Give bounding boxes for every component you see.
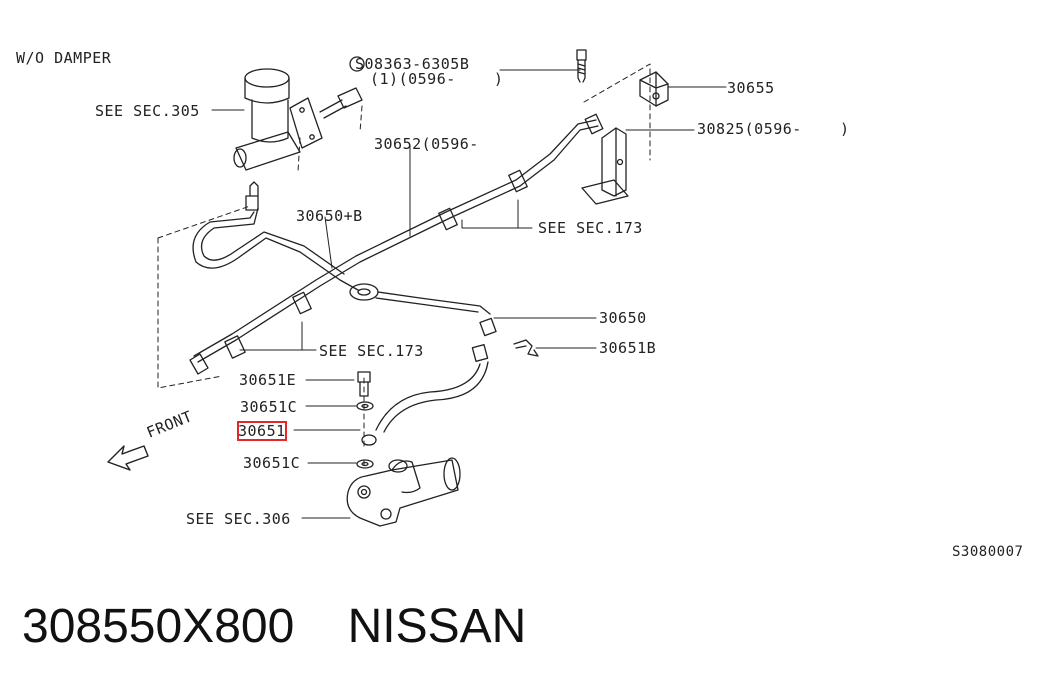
master-cylinder — [233, 68, 363, 171]
slave-cylinder — [346, 457, 461, 527]
hose-30650b — [192, 181, 497, 337]
label-part-30651c-lower: 30651C — [243, 454, 301, 472]
label-bolt-part: S08363-6305B — [355, 55, 470, 73]
dashed-reference-lines — [157, 63, 651, 469]
label-part-30651-highlighted[interactable]: 30651 — [237, 421, 287, 441]
label-part-30825: 30825(0596- ) — [697, 120, 850, 138]
front-arrow-icon — [107, 445, 149, 471]
bolt-30651e — [357, 371, 371, 397]
bracket-30825 — [581, 127, 629, 205]
footer-part-number: 308550X800 — [22, 600, 295, 653]
washer-30651c-upper — [356, 401, 374, 411]
footer-spacer — [294, 600, 347, 653]
label-part-30650: 30650 — [599, 309, 647, 327]
label-part-30651c-upper: 30651C — [240, 398, 298, 416]
diagram-code: S3080007 — [952, 544, 1024, 560]
leader-lines — [211, 69, 727, 519]
label-see-sec-306: SEE SEC.306 — [186, 510, 291, 528]
label-see-sec-173-upper: SEE SEC.173 — [538, 219, 643, 237]
label-part-30651b: 30651B — [599, 339, 657, 357]
bracket-30655 — [639, 71, 669, 107]
label-see-sec-173-lower: SEE SEC.173 — [319, 342, 424, 360]
label-part-30651e: 30651E — [239, 371, 297, 389]
service-symbol-icon — [349, 56, 365, 72]
label-part-30655: 30655 — [727, 79, 775, 97]
clip-30651b — [513, 339, 539, 357]
label-part-30650b: 30650+B — [296, 207, 363, 225]
label-bolt-qty: (1)(0596- ) — [370, 70, 504, 88]
flex-hose — [361, 344, 489, 446]
label-see-sec-305: SEE SEC.305 — [95, 102, 200, 120]
hard-pipe-30652 — [189, 113, 604, 375]
page-footer: 308550X800 NISSAN — [22, 598, 526, 656]
label-part-30652: 30652(0596- — [374, 135, 479, 153]
footer-brand: NISSAN — [347, 600, 527, 653]
variant-label: W/O DAMPER — [16, 49, 112, 67]
washer-30651c-lower — [356, 459, 374, 469]
bolt-08363 — [576, 49, 587, 83]
